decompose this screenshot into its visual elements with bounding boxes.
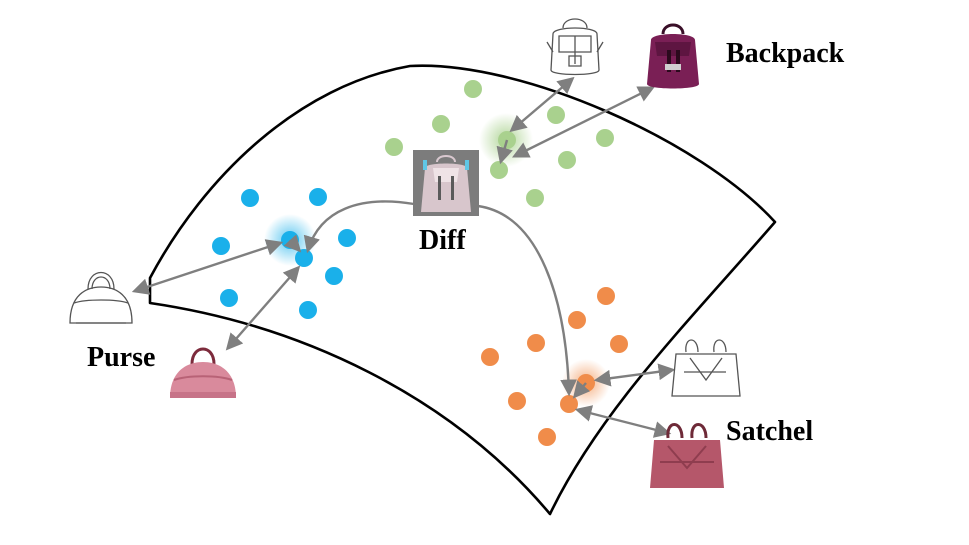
cluster-point [325,267,343,285]
cluster-point [295,249,313,267]
arrows [131,76,676,438]
cluster-point [596,129,614,147]
diff-to-purse-arrow [303,200,415,254]
purse-sketch-arrow [131,239,284,295]
cluster-point [610,335,628,353]
cluster-point [538,428,556,446]
satchel-cluster [481,287,628,446]
cluster-point [299,301,317,319]
purse-photo-arrow [225,265,301,351]
satchel-sketch-icon [671,339,741,397]
diff-generated-backpack-icon [413,150,479,216]
cluster-point [490,161,508,179]
cluster-point [527,334,545,352]
cluster-point [220,289,238,307]
cluster-point [309,188,327,206]
cluster-point [432,115,450,133]
backpack-photo-arrow [511,86,656,158]
diff-to-satchel-arrow [477,204,577,397]
backpack-inner-arrow [496,139,513,165]
satchel-photo-arrow [574,405,672,438]
backpack-photo-icon [647,23,699,89]
cluster-point [464,80,482,98]
backpack-label: Backpack [726,38,845,69]
satchel-label: Satchel [726,416,813,447]
purse-inner-arrow [283,234,302,253]
manifold-surface [148,64,777,516]
satchel-inner-arrow [572,380,591,399]
cluster-point [241,189,259,207]
cluster-point [547,106,565,124]
cluster-point [526,189,544,207]
backpack-sketch-icon [546,18,604,76]
cluster-point [558,151,576,169]
purse-sketch-icon [69,272,133,324]
cluster-point [568,311,586,329]
cluster-point [481,348,499,366]
satchel-photo-icon [650,423,724,488]
cluster-point [560,395,578,413]
diff-label: Diff [419,225,466,256]
cluster-point [508,392,526,410]
purse-label: Purse [87,342,155,373]
cluster-point [212,237,230,255]
cluster-point [385,138,403,156]
cluster-point [597,287,615,305]
cluster-point [338,229,356,247]
satchel-sketch-arrow [593,363,676,387]
purse-photo-icon [170,347,236,398]
